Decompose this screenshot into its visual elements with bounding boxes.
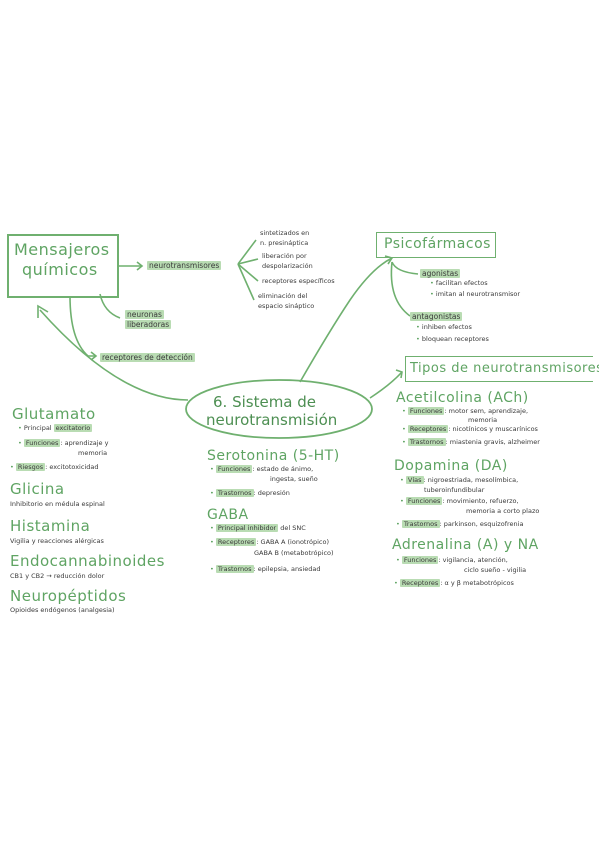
agonistas-label: agonistas — [420, 269, 461, 278]
glutamato-title: Glutamato — [12, 405, 96, 423]
serotonina-title: Serotonina (5-HT) — [207, 448, 340, 464]
acetilcolina-funciones: Funciones: motor sem, aprendizaje, — [402, 407, 528, 415]
adrenalina-receptores: Receptores: α y β metabotrópicos — [394, 579, 514, 587]
serotonina-funciones: Funciones: estado de ánimo, — [210, 465, 313, 473]
nt-prop-7: espacio sináptico — [258, 302, 315, 310]
endocannabinoides-title: Endocannabinoides — [10, 552, 165, 570]
histamina-title: Histamina — [10, 517, 91, 535]
dopamina-funciones: Funciones: movimiento, refuerzo, — [400, 497, 519, 505]
mensajeros-title-line2: químicos — [22, 260, 98, 279]
glicina-title: Glicina — [10, 480, 65, 498]
gaba-trastornos: Trastornos: epilepsia, ansiedad — [210, 565, 321, 573]
nt-prop-4: despolarización — [262, 262, 313, 270]
antagonistas-item-1: inhiben efectos — [416, 324, 472, 331]
acetilcolina-trastornos: Trastornos: miastenia gravis, alzheimer — [402, 438, 540, 446]
branch-1 — [237, 239, 257, 265]
dopamina-funciones-2: memoria a corto plazo — [466, 507, 540, 515]
central-line2: neurotransmisión — [206, 411, 338, 429]
tipos-title: Tipos de neurotransmisores — [410, 361, 599, 376]
serotonina-trastornos: Trastornos: depresión — [210, 489, 290, 497]
dopamina-title: Dopamina (DA) — [394, 458, 508, 474]
glutamato-principal: Principal excitatorio — [18, 424, 93, 432]
acetilcolina-title: Acetilcolina (ACh) — [396, 390, 529, 406]
histamina-text: Vigilia y reacciones alérgicas — [10, 537, 104, 545]
endocannabinoides-text: CB1 y CB2 → reducción dolor — [10, 572, 105, 580]
acetilcolina-receptores: Receptores: nicotínicos y muscarínicos — [402, 425, 538, 433]
serotonina-funciones-2: ingesta, sueño — [270, 475, 318, 483]
glutamato-funciones-2: memoria — [78, 449, 108, 457]
neuropeptidos-title: Neuropéptidos — [10, 587, 127, 605]
gaba-receptores-2: GABA B (metabotrópico) — [254, 549, 334, 557]
dopamina-vias-2: tuberoinfundibular — [424, 486, 485, 494]
tipos-box — [405, 356, 593, 382]
central-ellipse — [185, 379, 373, 439]
nt-prop-3: liberación por — [262, 252, 307, 260]
neuropeptidos-text: Opioides endógenos (analgesia) — [10, 606, 115, 614]
adrenalina-funciones: Funciones: vigilancia, atención, — [396, 556, 508, 564]
dopamina-trastornos: Trastornos: parkinson, esquizofrenia — [396, 520, 523, 528]
nt-prop-5: receptores específicos — [262, 277, 335, 285]
adrenalina-title: Adrenalina (A) y NA — [392, 537, 539, 553]
arrow-receptores — [69, 295, 96, 357]
psicofarmacos-box — [376, 232, 496, 258]
central-line1: 6. Sistema de — [213, 393, 317, 411]
acetilcolina-funciones-2: memoria — [468, 416, 498, 424]
antagonistas-label: antagonistas — [410, 312, 463, 321]
nt-prop-2: n. presináptica — [260, 239, 309, 247]
neuronas-line1: neuronas — [125, 310, 164, 319]
adrenalina-funciones-2: ciclo sueño - vigilia — [464, 566, 527, 574]
psicofarmacos-title: Psicofármacos — [384, 236, 491, 252]
nt-prop-6: eliminación del — [258, 292, 308, 300]
antagonistas-item-2: bloquean receptores — [416, 336, 489, 343]
glutamato-funciones: Funciones: aprendizaje y — [18, 439, 108, 447]
neuronas-line2: liberadoras — [125, 320, 172, 329]
glicina-text: Inhibitorio en médula espinal — [10, 500, 105, 508]
arrow-central-mensajeros — [39, 309, 189, 401]
gaba-receptores: Receptores: GABA A (ionotrópico) — [210, 538, 329, 546]
agonistas-item-1: facilitan efectos — [430, 280, 488, 287]
neurotransmisores-label: neurotransmisores — [147, 261, 222, 270]
agonistas-item-2: imitan al neurotransmisor — [430, 291, 520, 298]
arrow-central-tipos — [369, 371, 403, 399]
nt-prop-1: sintetizados en — [260, 229, 310, 237]
glutamato-riesgos: Riesgos: excitotoxicidad — [10, 463, 98, 471]
dopamina-vias: Vías: nigroestriada, mesolímbica, — [400, 476, 518, 484]
receptores-deteccion-label: receptores de detección — [100, 353, 195, 362]
arrow-central-psicofarmacos — [299, 257, 393, 383]
mensajeros-box — [7, 234, 119, 298]
gaba-title: GABA — [207, 507, 249, 523]
mensajeros-title-line1: Mensajeros — [14, 240, 110, 259]
gaba-principal: Principal inhibidor del SNC — [210, 524, 306, 532]
